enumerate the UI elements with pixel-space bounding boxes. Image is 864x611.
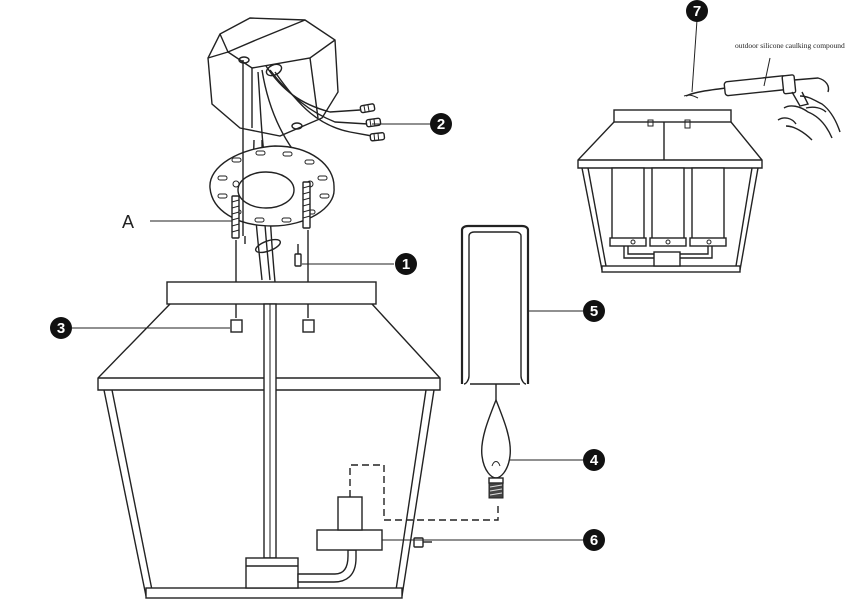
- callout-1: 1: [395, 253, 417, 275]
- callout-2-label: 2: [437, 116, 445, 133]
- wire-nuts: [359, 103, 386, 142]
- callout-7-label: 7: [693, 3, 701, 20]
- ground-screw: [294, 244, 302, 267]
- callout-3: 3: [50, 317, 72, 339]
- caulking-gun: [683, 74, 841, 141]
- callout-6: 6: [583, 529, 605, 551]
- caulk-note: outdoor silicone caulking compound: [735, 41, 845, 50]
- callout-5-label: 5: [590, 303, 598, 320]
- leader-lines: [72, 19, 771, 541]
- junction-box: [207, 17, 339, 137]
- inset-caulked-fixture: [577, 109, 763, 273]
- callout-4-label: 4: [590, 452, 599, 469]
- candelabra-bulb: [481, 384, 511, 499]
- callout-3-label: 3: [57, 320, 65, 337]
- callout-1-label: 1: [402, 256, 410, 273]
- callout-4: 4: [583, 449, 605, 471]
- callout-7: 7: [686, 0, 708, 22]
- callout-2: 2: [430, 113, 452, 135]
- glass-cylinder: [460, 224, 530, 385]
- callout-5: 5: [583, 300, 605, 322]
- label-a: A: [122, 212, 134, 232]
- lantern-fixture: [97, 281, 499, 599]
- callout-6-label: 6: [590, 532, 598, 549]
